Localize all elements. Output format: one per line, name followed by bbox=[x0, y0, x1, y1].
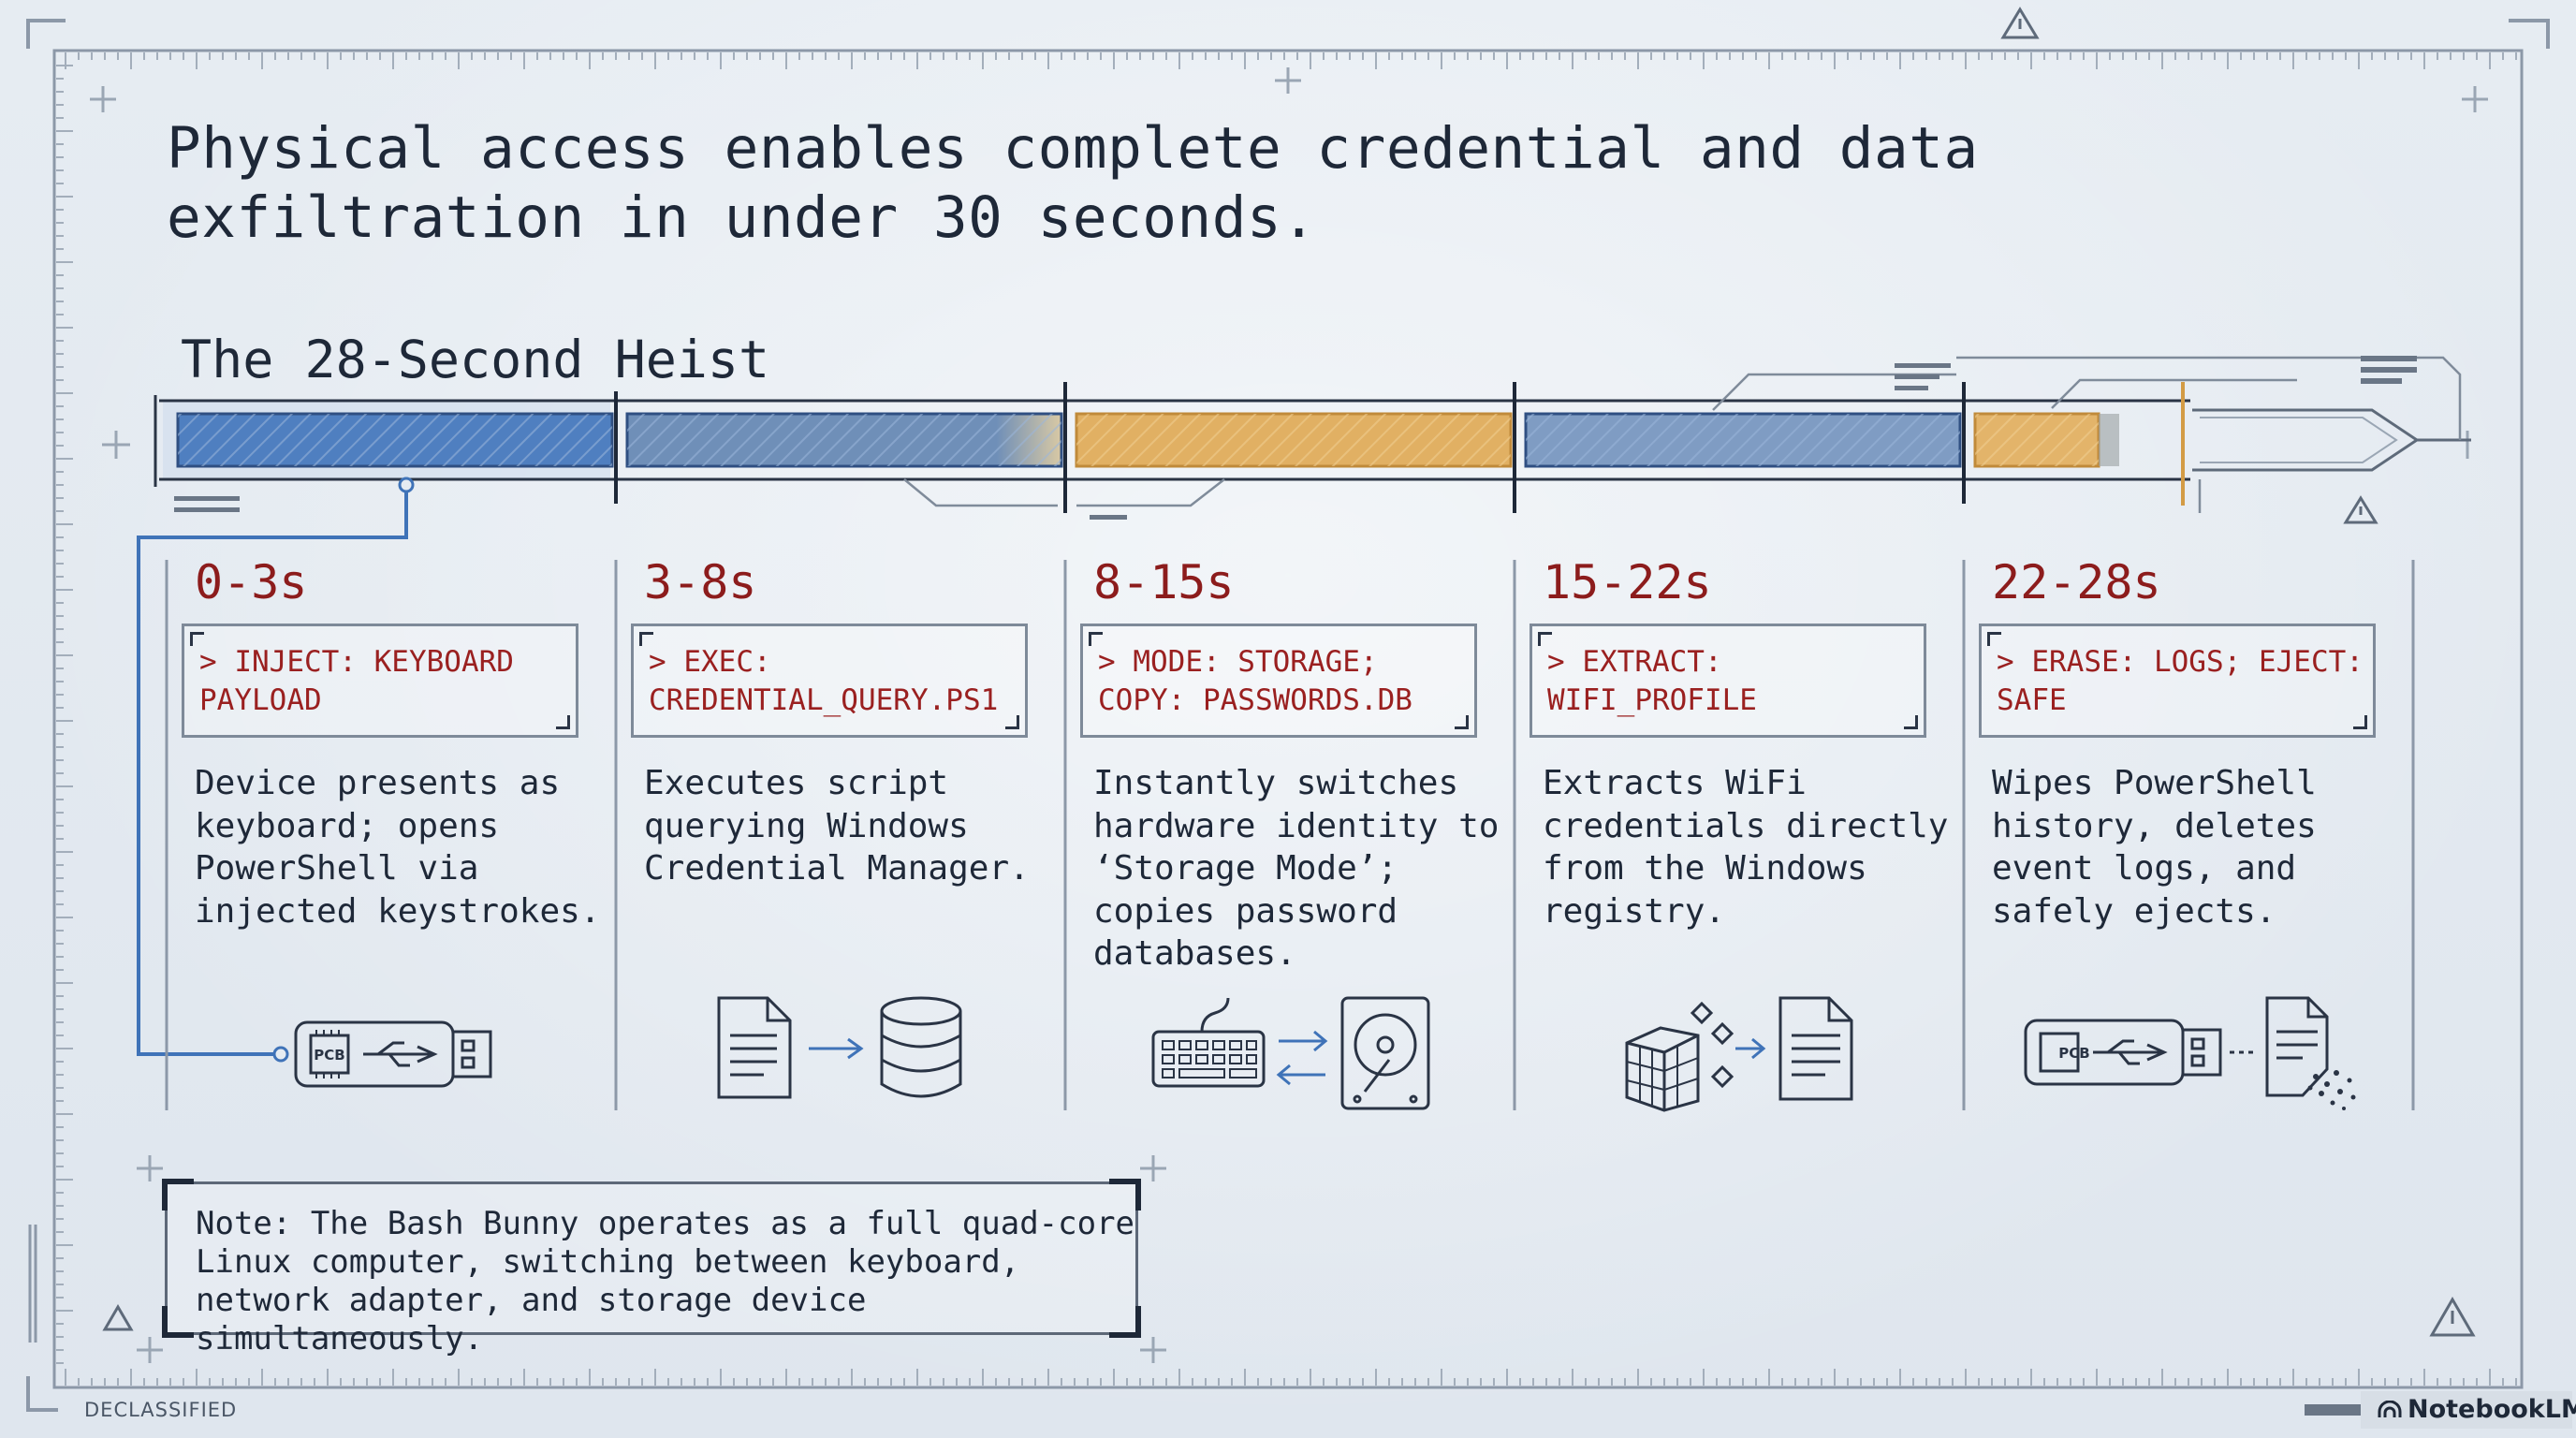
phase-time: 15-22s bbox=[1543, 555, 1712, 609]
command-box: > EXTRACT: WIFI_PROFILE bbox=[1530, 624, 1926, 738]
note-text: Note: The Bash Bunny operates as a full … bbox=[196, 1205, 1135, 1357]
timeline-segment-hatch bbox=[178, 414, 612, 466]
keyboard-icon bbox=[1151, 997, 1266, 1088]
dissolving-document-icon bbox=[2265, 996, 2329, 1097]
note-corner bbox=[162, 1306, 194, 1338]
phase-description: Extracts WiFi credentials directly from … bbox=[1543, 764, 1949, 931]
phase-description: Instantly switches hardware identity to … bbox=[1093, 764, 1500, 973]
phase-card-1: 3-8s > EXEC: CREDENTIAL_QUERY.PS1 Execut… bbox=[631, 552, 1043, 890]
pcb-label: PCB bbox=[314, 1047, 344, 1064]
timeline-segment-hatch bbox=[1975, 414, 2099, 466]
timeline-segment-hatch bbox=[627, 414, 1061, 466]
arrow-right-icon bbox=[809, 1037, 864, 1060]
phase-time: 0-3s bbox=[195, 555, 308, 609]
timeline-title: The 28-Second Heist bbox=[181, 330, 770, 389]
swap-arrows-icon bbox=[1276, 1030, 1328, 1086]
declassified-stamp: DECLASSIFIED bbox=[84, 1399, 238, 1421]
keyboard-to-drive-icon bbox=[1151, 996, 1430, 1110]
phase-card-3: 15-22s > EXTRACT: WIFI_PROFILE Extracts … bbox=[1530, 552, 1948, 932]
command-box: > INJECT: KEYBOARD PAYLOAD bbox=[182, 624, 578, 738]
pcb-label: PCB bbox=[2058, 1045, 2089, 1062]
note-corner bbox=[1109, 1306, 1141, 1338]
timeline-segment-hatch bbox=[1076, 414, 1511, 466]
note-corner bbox=[1109, 1179, 1141, 1211]
usb-pcb-device-icon: PCB bbox=[294, 1020, 492, 1088]
arrow-right-icon bbox=[1735, 1037, 1766, 1060]
phase-description: Wipes PowerShell history, deletes event … bbox=[1992, 764, 2317, 931]
registry-to-document-icon bbox=[1625, 996, 1853, 1112]
note-corner bbox=[162, 1179, 194, 1211]
database-icon bbox=[880, 996, 962, 1098]
brand-badge: NotebookLM bbox=[2361, 1391, 2576, 1429]
phase-card-2: 8-15s > MODE: STORAGE; COPY: PASSWORDS.D… bbox=[1080, 552, 1499, 976]
erase-eject-icon: PCB bbox=[2024, 996, 2356, 1110]
script-to-database-icon bbox=[717, 996, 962, 1099]
timeline-segment-hatch bbox=[1526, 414, 1960, 466]
hard-drive-icon bbox=[1340, 996, 1430, 1110]
phase-card-0: 0-3s > INJECT: KEYBOARD PAYLOAD Device p… bbox=[182, 552, 600, 932]
phase-description: Executes script querying Windows Credent… bbox=[644, 764, 1030, 888]
document-icon bbox=[1778, 996, 1853, 1101]
usb-pcb-device-icon bbox=[2024, 1019, 2222, 1086]
note-box: Note: The Bash Bunny operates as a full … bbox=[162, 1179, 1141, 1357]
notebooklm-logo-icon bbox=[2378, 1401, 2402, 1417]
headline: Physical access enables complete credent… bbox=[167, 115, 1979, 251]
phase-time: 22-28s bbox=[1992, 555, 2161, 609]
command-box: > EXEC: CREDENTIAL_QUERY.PS1 bbox=[631, 624, 1028, 738]
command-box: > MODE: STORAGE; COPY: PASSWORDS.DB bbox=[1080, 624, 1477, 738]
phase-card-4: 22-28s > ERASE: LOGS; EJECT: SAFE Wipes … bbox=[1979, 552, 2391, 932]
timeline-marker bbox=[2099, 414, 2119, 466]
brand-name: NotebookLM bbox=[2408, 1395, 2576, 1424]
phase-description: Device presents as keyboard; opens Power… bbox=[195, 764, 601, 931]
script-document-icon bbox=[717, 996, 792, 1099]
command-box: > ERASE: LOGS; EJECT: SAFE bbox=[1979, 624, 2376, 738]
phase-time: 3-8s bbox=[644, 555, 757, 609]
phase-time: 8-15s bbox=[1093, 555, 1235, 609]
registry-cube-icon bbox=[1625, 1001, 1734, 1112]
